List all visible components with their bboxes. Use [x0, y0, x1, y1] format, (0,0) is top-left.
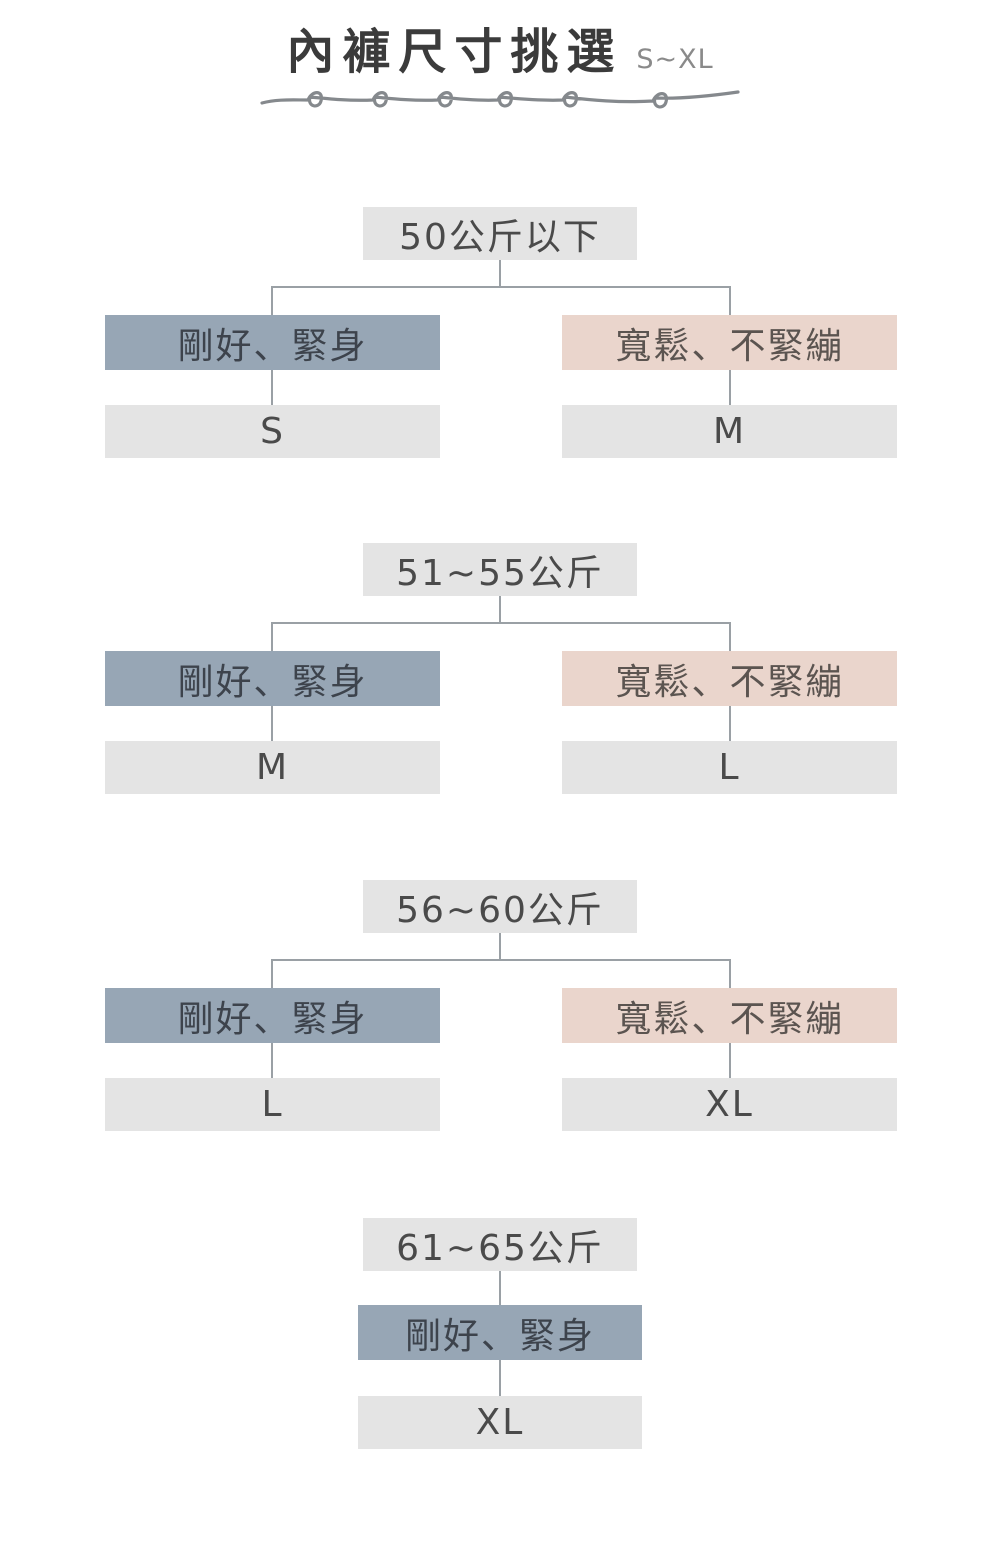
size-result-box: XL	[562, 1078, 897, 1131]
connector-line	[271, 622, 273, 651]
size-result-box: M	[105, 741, 440, 794]
size-result-box: M	[562, 405, 897, 458]
loose-condition-box: 寬鬆、不緊繃	[562, 651, 897, 706]
connector-line	[499, 260, 501, 286]
page-title: 內褲尺寸挑選	[286, 24, 623, 80]
connector-line	[499, 1360, 501, 1396]
connector-line	[271, 959, 273, 988]
weight-range-box: 61~65公斤	[363, 1218, 637, 1271]
connector-line	[729, 706, 731, 741]
connector-line	[729, 622, 731, 651]
size-result-box: L	[562, 741, 897, 794]
size-result-box: S	[105, 405, 440, 458]
weight-range-box: 50公斤以下	[363, 207, 637, 260]
loose-condition-box: 寬鬆、不緊繃	[562, 315, 897, 370]
connector-line	[499, 933, 501, 959]
connector-line	[729, 370, 731, 405]
connector-line	[271, 959, 731, 961]
weight-range-box: 51~55公斤	[363, 543, 637, 596]
connector-line	[271, 286, 731, 288]
fit-condition-box: 剛好、緊身	[105, 651, 440, 706]
decision-tree-section: 50公斤以下 剛好、緊身 寬鬆、不緊繃 S M	[0, 207, 1000, 459]
loose-condition-box: 寬鬆、不緊繃	[562, 988, 897, 1043]
connector-line	[499, 1271, 501, 1305]
connector-line	[271, 370, 273, 405]
connector-line	[729, 286, 731, 315]
title-suffix: S~XL	[636, 44, 714, 75]
connector-line	[271, 622, 731, 624]
fit-condition-box: 剛好、緊身	[358, 1305, 642, 1360]
connector-line	[271, 706, 273, 741]
fit-condition-box: 剛好、緊身	[105, 315, 440, 370]
connector-line	[729, 959, 731, 988]
decision-tree-section: 56~60公斤 剛好、緊身 寬鬆、不緊繃 L XL	[0, 880, 1000, 1132]
size-result-box: L	[105, 1078, 440, 1131]
weight-range-box: 56~60公斤	[363, 880, 637, 933]
page-title-row: 內褲尺寸挑選 S~XL	[0, 12, 1000, 82]
connector-line	[499, 596, 501, 622]
size-result-box: XL	[358, 1396, 642, 1449]
fit-condition-box: 剛好、緊身	[105, 988, 440, 1043]
connector-line	[271, 286, 273, 315]
decision-tree-section: 61~65公斤 剛好、緊身 XL	[0, 1218, 1000, 1470]
decision-tree-section: 51~55公斤 剛好、緊身 寬鬆、不緊繃 M L	[0, 543, 1000, 795]
connector-line	[271, 1043, 273, 1078]
squiggle-divider-icon	[260, 90, 740, 109]
connector-line	[729, 1043, 731, 1078]
